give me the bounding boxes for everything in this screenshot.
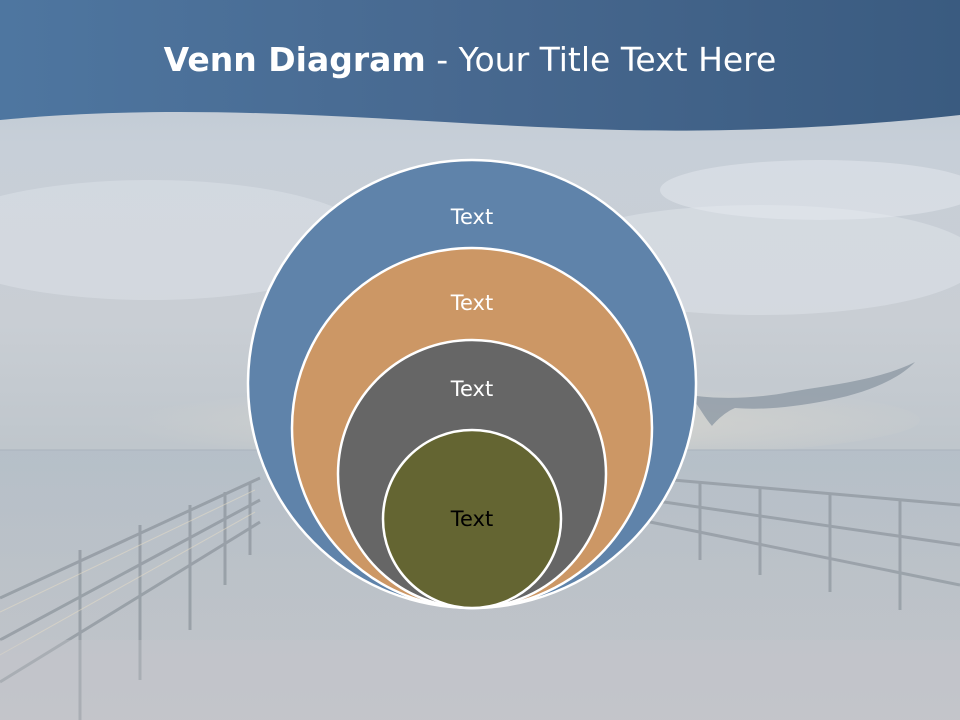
title-rest: - Your Title Text Here <box>425 40 777 79</box>
title-bold: Venn Diagram <box>163 40 426 79</box>
circle-2-label: Text <box>450 291 493 315</box>
circle-4-label: Text <box>450 507 493 531</box>
slide-title: Venn Diagram - Your Title Text Here <box>0 40 940 79</box>
header-band <box>0 0 960 131</box>
circle-4 <box>381 428 563 610</box>
circle-1-label: Text <box>450 205 493 229</box>
circle-3-label: Text <box>450 377 493 401</box>
